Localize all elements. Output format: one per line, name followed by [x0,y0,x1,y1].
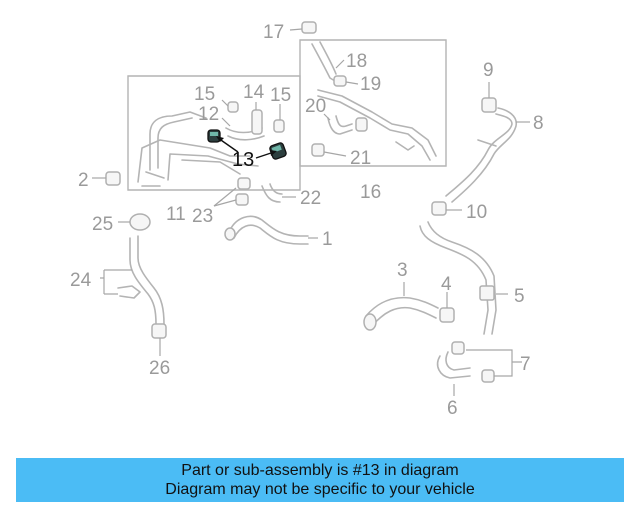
part-25-cap [118,213,151,231]
part-2-clamp [92,171,121,186]
part-21-clamp [311,117,368,157]
callout-18: 18 [346,51,367,72]
callout-14: 14 [243,82,265,103]
part-16-pipe [317,89,437,161]
group-box-11 [127,75,301,191]
part-13-clamps-highlighted [207,129,287,160]
group-box-16 [299,39,447,167]
callout-17: 17 [263,22,284,43]
info-banner: Part or sub-assembly is #13 in diagram D… [16,458,624,502]
part-1-hose [224,215,318,245]
callout-26: 26 [149,358,170,379]
part-11-pipe-assembly [137,111,259,187]
callout-15-left: 15 [194,84,215,105]
callout-9: 9 [483,60,494,81]
callout-11: 11 [166,204,186,225]
part-15-clamps [221,99,285,133]
callout-25: 25 [92,214,113,235]
banner-line-2: Diagram may not be specific to your vehi… [165,481,475,498]
callout-15-right: 15 [270,85,291,106]
part-22-hose [261,183,296,203]
part-18-hose [311,41,345,85]
part-3-hose [363,282,439,331]
callout-1: 1 [322,229,333,250]
parts-diagram: 17 18 19 20 21 16 15 14 15 12 13 11 2 23… [70,21,544,419]
callout-8: 8 [533,113,544,134]
callout-5: 5 [514,286,525,307]
callout-20: 20 [305,96,326,117]
callout-22: 22 [300,188,321,209]
callout-4: 4 [441,274,452,295]
callout-10: 10 [466,202,487,223]
callout-12: 12 [198,104,219,125]
callout-23: 23 [192,206,213,227]
callout-19: 19 [360,74,381,95]
part-17-clip [289,21,317,34]
part-6-hose [436,341,495,396]
callout-7: 7 [520,354,531,375]
callout-13-highlighted: 13 [232,149,254,171]
part-23-clamps [213,177,251,207]
callout-24: 24 [70,270,92,291]
callout-21: 21 [350,148,371,169]
callout-3: 3 [397,260,408,281]
callout-6: 6 [447,398,458,419]
part-26-clamp [151,323,167,356]
part-5-pipe [419,221,508,335]
part-4-clamp [439,292,455,323]
part-24-hose [100,235,165,325]
part-14-hose [251,102,263,135]
callout-16: 16 [360,182,381,203]
callout-2: 2 [78,170,89,191]
banner-line-1: Part or sub-assembly is #13 in diagram [181,462,459,479]
part-19-clamp [333,75,359,87]
part-20-elbow [323,113,353,135]
part-8-hose [445,107,530,203]
part-9-clamp [481,82,497,113]
part-7-bracket [466,349,522,377]
part-10-clamp [431,201,462,216]
